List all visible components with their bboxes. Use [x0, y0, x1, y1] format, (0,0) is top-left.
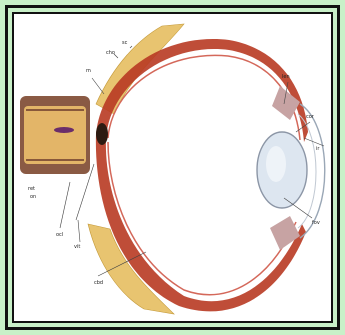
label: ir — [316, 146, 320, 152]
label: m — [86, 68, 91, 74]
label: on — [30, 194, 36, 200]
label: ret — [28, 186, 35, 192]
optic-nerve-core — [24, 106, 86, 164]
lens-highlight — [266, 146, 286, 182]
optic-vessel — [54, 127, 74, 133]
label: cho — [106, 50, 115, 56]
eye-diagram: m cho sc ret on ocl vit cbd len cor ir f… — [14, 14, 331, 321]
label: cbd — [94, 280, 103, 286]
lower-fat — [88, 224, 174, 314]
optic-nerve-group — [20, 96, 90, 174]
image-area: m cho sc ret on ocl vit cbd len cor ir f… — [12, 12, 333, 323]
label: ocl — [56, 232, 63, 238]
label: cor — [306, 114, 315, 120]
label: vit — [74, 244, 80, 250]
label: sc — [122, 40, 128, 46]
optic-disc — [96, 123, 108, 145]
label: fov — [312, 220, 320, 226]
label: len — [282, 74, 290, 80]
